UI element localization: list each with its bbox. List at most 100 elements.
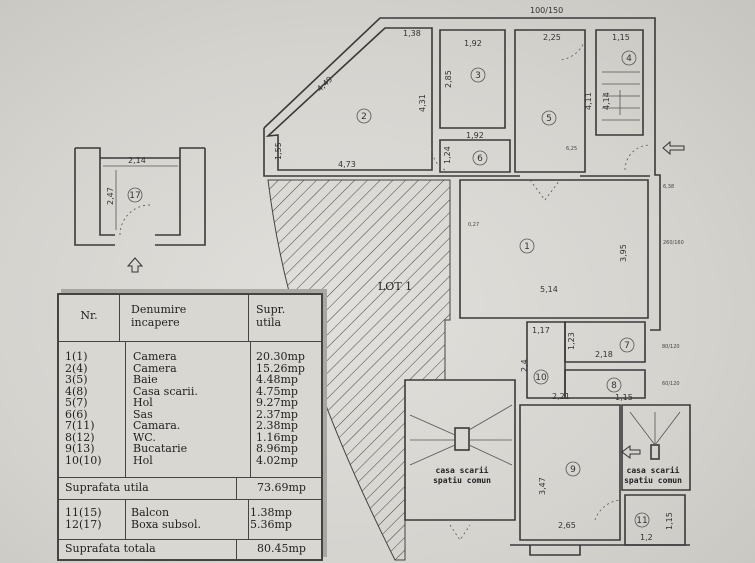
dim-label: 1,17 (532, 326, 550, 335)
entrance-arrow-icon (126, 257, 144, 273)
room-number: 10 (535, 373, 547, 383)
dim-label: 3,47 (538, 477, 547, 495)
dim-label: 2,65 (558, 521, 576, 530)
table-cell-name: WC. (133, 430, 156, 444)
room-markers: 1 2 3 4 5 6 7 8 9 10 11 (356, 50, 650, 528)
common-stairs-right (629, 411, 681, 460)
dim-label: 1,15 (615, 393, 633, 402)
common-stairs-left (409, 404, 513, 466)
dim-label: 2,47 (106, 187, 115, 205)
table-header: Nr. Denumire incapere Supr. utila (59, 295, 321, 342)
table-cell-area: 1.38mp (250, 506, 292, 519)
table-cell-nr: 8(12) (65, 430, 95, 444)
dim-label: 3,95 (619, 244, 628, 262)
header-area-line: utila (256, 316, 282, 329)
room-number: 8 (611, 381, 617, 391)
table-cell-name: Balcon (131, 506, 170, 519)
table-cell-area: 20.30mp (256, 350, 305, 363)
dim-label: 0,27 (468, 222, 479, 228)
window-mark: 60/120 (662, 381, 680, 387)
dim-label: 1,15 (612, 33, 630, 42)
table-cell-name: Sas (133, 407, 153, 421)
useful-area-value: 73.69mp (236, 477, 321, 499)
table-cell-nr: 2(4) (65, 361, 88, 375)
stair-label: casa scarii (436, 465, 489, 475)
dim-label: 4,11 (584, 92, 593, 110)
table-cell-name: Bucatarie (133, 442, 188, 455)
table-cell-name: Boxa subsol. (131, 517, 202, 531)
dim-label: 1,15 (665, 512, 674, 530)
stair-label: spatiu comun (624, 475, 682, 485)
dim-label: 5,14 (540, 285, 558, 294)
room-number: 2 (361, 112, 367, 122)
table-cell-name: Hol (133, 396, 153, 409)
room-number: 6 (477, 154, 483, 164)
table-cell-nr: 1(1) (65, 350, 88, 363)
dim-label: 1,55 (274, 142, 283, 160)
area-table: Nr. Denumire incapere Supr. utila 1(1)2(… (57, 293, 323, 561)
nr-column: 1(1)2(4)3(5)4(8)5(7)6(6)7(11)8(12)9(13)1… (59, 341, 126, 477)
table-cell-nr: 3(5) (65, 373, 88, 386)
dim-label: 6,38 (663, 184, 674, 190)
table-cell-area: 2.37mp (256, 407, 298, 421)
table-cell-nr: 12(17) (65, 517, 102, 531)
dim-label: 4,31 (418, 94, 427, 112)
table-cell-area: 8.96mp (256, 442, 298, 455)
header-name-line: Denumire (131, 303, 187, 316)
dim-label: 6,25 (566, 146, 577, 152)
table-cell-name: Camera (133, 361, 177, 375)
table-cell-name: Baie (133, 373, 158, 386)
table-cell-area: 4.02mp (256, 453, 298, 467)
rooms-rows: 1(1)2(4)3(5)4(8)5(7)6(6)7(11)8(12)9(13)1… (59, 341, 321, 478)
total-area-value: 80.45mp (236, 539, 321, 559)
room-number: 7 (624, 341, 630, 351)
dim-label: 2,18 (595, 350, 613, 359)
window-mark: 260/160 (663, 240, 684, 246)
room-17-number: 17 (129, 191, 140, 201)
window-mark: 80/120 (662, 344, 680, 350)
dim-label: 1,24 (443, 146, 452, 164)
stairs-4 (602, 71, 640, 121)
room-number: 9 (570, 465, 576, 475)
dim-label: 1,38 (403, 29, 421, 38)
dim-label: 1,2 (640, 533, 653, 542)
stair-label: casa scarii (627, 465, 680, 475)
room-17-marker (127, 187, 143, 203)
table-cell-area: 5.36mp (250, 517, 292, 531)
header-area: Supr. utila (236, 295, 321, 341)
dim-label: 1,23 (567, 332, 576, 350)
lot-label: LOT 1 (378, 280, 412, 293)
table-cell-nr: 5(7) (65, 396, 88, 409)
useful-area-row: Suprafata utila 73.69mp (59, 477, 321, 500)
apartment-walls (263, 17, 691, 556)
stair-label: spatiu comun (433, 475, 491, 485)
room-number: 5 (546, 114, 552, 124)
table-cell-area: 15.26mp (256, 361, 305, 375)
header-area-line: Supr. (256, 303, 286, 316)
total-area-row: Suprafata totala 80.45mp (59, 539, 321, 559)
entrance-arrow-icon (621, 445, 641, 459)
table-cell-nr: 6(6) (65, 407, 88, 421)
table-cell-area: 4.75mp (256, 384, 298, 398)
extra-nr-column: 11(15)12(17) (59, 499, 126, 539)
window-mark: 100/150 (530, 6, 563, 15)
dim-label: 2,21 (552, 392, 570, 401)
room-number: 1 (524, 242, 530, 252)
header-name: Denumire incapere (119, 295, 249, 341)
table-cell-area: 9.27mp (256, 396, 298, 409)
header-name-line: incapere (131, 316, 180, 329)
table-cell-nr: 11(15) (65, 506, 102, 519)
entrance-arrow-icon (662, 140, 685, 156)
dim-label: 2,14 (128, 156, 146, 165)
dim-label: 2,25 (543, 33, 561, 42)
room-number: 11 (636, 516, 647, 526)
table-cell-nr: 9(13) (65, 442, 95, 455)
table-cell-name: Camera (133, 350, 177, 363)
